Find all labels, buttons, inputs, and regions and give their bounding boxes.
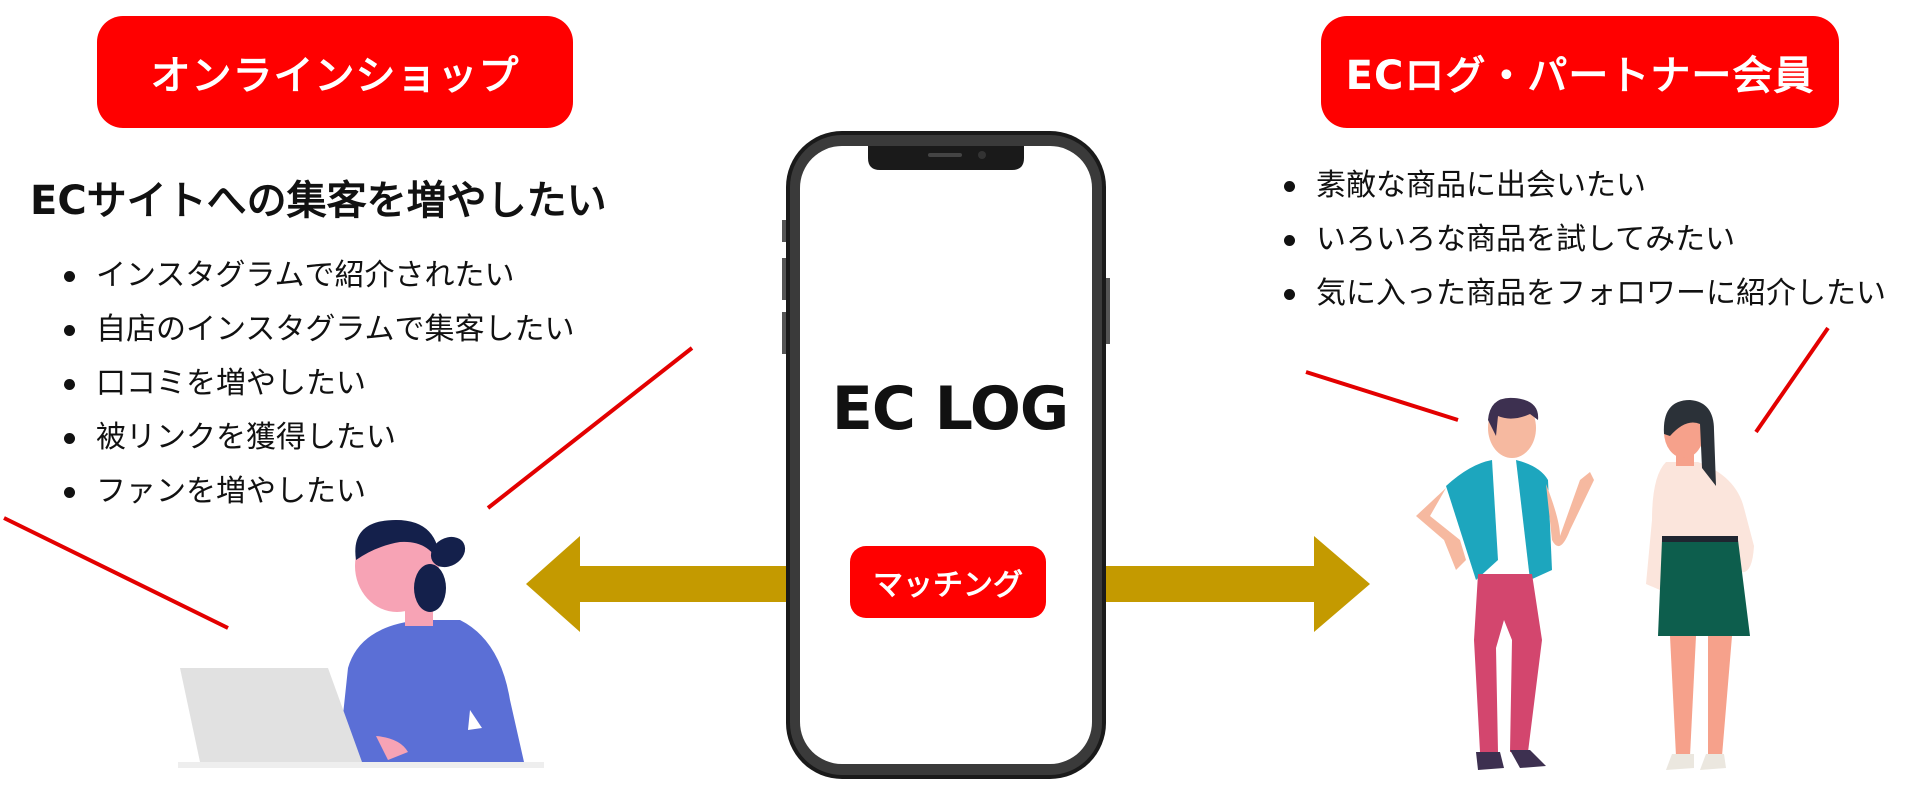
- connector-line: [1305, 370, 1459, 422]
- arrow-right-icon: [1059, 536, 1370, 632]
- matching-button[interactable]: マッチング: [850, 546, 1046, 618]
- arrow-left-icon: [526, 536, 835, 632]
- list-item: 被リンクを獲得したい: [56, 411, 575, 465]
- ec-log-logo: EC LOG: [831, 374, 1069, 444]
- woman-illustration: [1646, 400, 1754, 770]
- list-item: ファンを増やしたい: [56, 465, 575, 519]
- member-needs-list: 素敵な商品に出会いたい いろいろな商品を試してみたい 気に入った商品をフォロワー…: [1276, 159, 1886, 321]
- list-item: 自店のインスタグラムで集客したい: [56, 303, 575, 357]
- list-item: 口コミを増やしたい: [56, 357, 575, 411]
- shop-goal-heading: ECサイトへの集客を増やしたい: [30, 178, 607, 224]
- online-shop-badge: オンラインショップ: [97, 16, 573, 128]
- list-item: いろいろな商品を試してみたい: [1276, 213, 1886, 267]
- laptop-user-illustration: [178, 520, 544, 768]
- smartphone-illustration: [782, 131, 1110, 779]
- list-item: インスタグラムで紹介されたい: [56, 249, 575, 303]
- connector-line: [1754, 326, 1830, 434]
- list-item: 気に入った商品をフォロワーに紹介したい: [1276, 267, 1886, 321]
- man-illustration: [1416, 397, 1594, 770]
- connector-line: [486, 346, 694, 510]
- partner-member-badge: ECログ・パートナー会員: [1321, 16, 1839, 128]
- connector-line: [3, 516, 229, 630]
- shop-needs-list: インスタグラムで紹介されたい 自店のインスタグラムで集客したい 口コミを増やした…: [56, 249, 575, 519]
- list-item: 素敵な商品に出会いたい: [1276, 159, 1886, 213]
